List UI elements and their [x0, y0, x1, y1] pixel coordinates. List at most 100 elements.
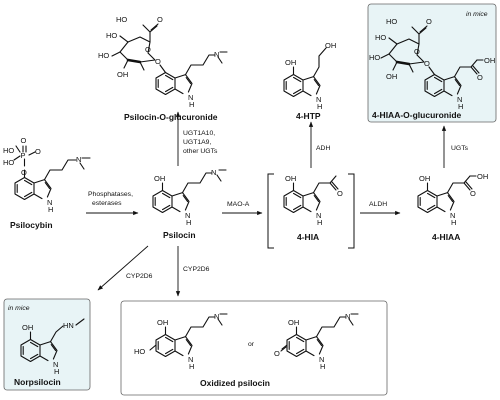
psilocybin-structure — [13, 145, 91, 201]
hiaa-gluc-cooh-o2: O — [477, 73, 483, 82]
aldh-label: ALDH — [369, 201, 387, 208]
psilocybin-n: N — [76, 155, 81, 164]
glucuronide-oh-3: OH — [117, 70, 128, 79]
htp-structure — [283, 47, 327, 98]
oxidized-psilocin-structure-2 — [280, 313, 359, 358]
psilocin-glucuronide-structure — [111, 23, 228, 96]
arrow-cyp2d6-left — [97, 245, 149, 291]
oxidized-psilocin-label: Oxidized psilocin — [200, 378, 270, 388]
hia-o: O — [337, 189, 343, 198]
ugt-label-3: other UGTs — [183, 148, 218, 155]
psilocybin-o-double: O — [21, 136, 27, 145]
htp-oh-chain: OH — [325, 41, 336, 50]
oxidized-2-nh-h: H — [320, 362, 325, 371]
cyp-down-label: CYP2D6 — [183, 266, 210, 273]
hiaa-gluc-o-link: O — [424, 59, 430, 68]
hiaa-gluc-ring-o: O — [414, 47, 420, 56]
hiaa-nh-n: N — [450, 211, 455, 220]
glucuronide-cooh-o: O — [157, 15, 163, 24]
norpsilocin-label: Norpsilocin — [14, 377, 61, 387]
oxidized-psilocin-box — [120, 300, 388, 396]
hiaa-gluc-cooh-oh: OH — [484, 56, 495, 65]
psilocybin-label: Psilocybin — [10, 220, 53, 230]
hia-oh: OH — [285, 174, 296, 183]
in-mice-note-2: in mice — [8, 305, 30, 312]
psilocin-label: Psilocin — [163, 230, 196, 240]
oxidized-2-n: N — [345, 312, 350, 321]
hia-bracket-left — [267, 173, 274, 249]
norpsilocin-oh: OH — [22, 323, 33, 332]
hia-nh-h: H — [317, 218, 322, 227]
ugts-label: UGTs — [451, 145, 469, 152]
psilocin-glucuronide-label: Psilocin-O-glucuronide — [124, 112, 218, 122]
phosphatases-label-2: esterases — [92, 200, 122, 207]
glucuronide-oh-2: HO — [98, 51, 109, 60]
glucuronide-ring-o: O — [145, 45, 151, 54]
or-label: or — [248, 341, 255, 348]
hiaa-gluc-nh-h: H — [458, 102, 463, 111]
hia-bracket-right — [348, 173, 355, 249]
hiaa-glucuronide-box — [367, 3, 497, 123]
psilocybin-o-ester: O — [21, 168, 27, 177]
htp-nh-h: H — [317, 102, 322, 111]
oxidized-1-oh: OH — [157, 318, 168, 327]
ugt-label-2: UGT1A9, — [183, 139, 211, 146]
hia-nh-n: N — [316, 211, 321, 220]
glucuronide-o-link: O — [155, 57, 161, 66]
ugt-label-1: UGT1A10, — [183, 130, 215, 137]
maoa-label: MAO-A — [227, 201, 250, 208]
glucuronide-nh-h: H — [189, 100, 194, 109]
psilocin-oh: OH — [154, 174, 165, 183]
hia-label: 4-HIA — [297, 232, 319, 242]
glucuronide-oh-1: HO — [106, 31, 117, 40]
cyp-left-label: CYP2D6 — [126, 273, 153, 280]
psilocin-n: N — [211, 168, 216, 177]
htp-nh-n: N — [316, 95, 321, 104]
glucuronide-n: N — [214, 50, 219, 59]
in-mice-note-1: in mice — [466, 11, 488, 18]
hia-structure — [283, 175, 339, 214]
oxidized-1-ho: HO — [134, 347, 145, 356]
psilocybin-nh-n: N — [47, 198, 52, 207]
norpsilocin-structure — [20, 318, 85, 363]
hiaa-gluc-oh-1: HO — [375, 33, 386, 42]
norpsilocin-nh-n: N — [53, 360, 58, 369]
glucuronide-cooh-ho: HO — [116, 15, 127, 24]
hiaa-gluc-nh-n: N — [457, 95, 462, 104]
htp-oh-ring: OH — [285, 58, 296, 67]
htp-label: 4-HTP — [296, 111, 321, 121]
hiaa-structure — [417, 175, 477, 214]
hiaa-label: 4-HIAA — [432, 232, 460, 242]
hiaa-cooh-o: O — [470, 189, 476, 198]
hiaa-gluc-oh-3: OH — [386, 72, 397, 81]
psilocybin-o-minus: O — [35, 147, 41, 156]
hiaa-glucuronide-structure — [380, 25, 484, 98]
oxidized-1-n: N — [214, 312, 219, 321]
hiaa-cooh-oh: OH — [477, 172, 488, 181]
hiaa-oh-ring: OH — [419, 174, 430, 183]
hiaa-nh-h: H — [451, 218, 456, 227]
adh-label: ADH — [316, 145, 330, 152]
oxidized-2-nh-n: N — [319, 355, 324, 364]
hiaa-gluc-cooh-ho: HO — [386, 17, 397, 26]
oxidized-psilocin-structure-1 — [149, 313, 228, 358]
psilocin-structure — [152, 169, 227, 214]
norpsilocin-hn: HN — [63, 321, 74, 330]
oxidized-1-nh-h: H — [189, 362, 194, 371]
psilocin-nh-h: H — [186, 218, 191, 227]
psilocybin-p-atom: P — [21, 151, 26, 160]
oxidized-1-nh-n: N — [188, 355, 193, 364]
norpsilocin-nh-h: H — [54, 367, 59, 376]
oxidized-2-oh: OH — [288, 318, 299, 327]
hiaa-glucuronide-label: 4-HIAA-O-glucuronide — [372, 110, 462, 120]
psilocin-nh-n: N — [185, 211, 190, 220]
glucuronide-nh-n: N — [188, 93, 193, 102]
oxidized-2-o: O — [274, 349, 280, 358]
hiaa-gluc-oh-2: HO — [369, 53, 380, 62]
psilocybin-ho-1: HO — [3, 146, 14, 155]
psilocybin-nh-h: H — [48, 205, 53, 214]
norpsilocin-box — [3, 298, 91, 391]
psilocybin-ho-2: HO — [3, 158, 14, 167]
